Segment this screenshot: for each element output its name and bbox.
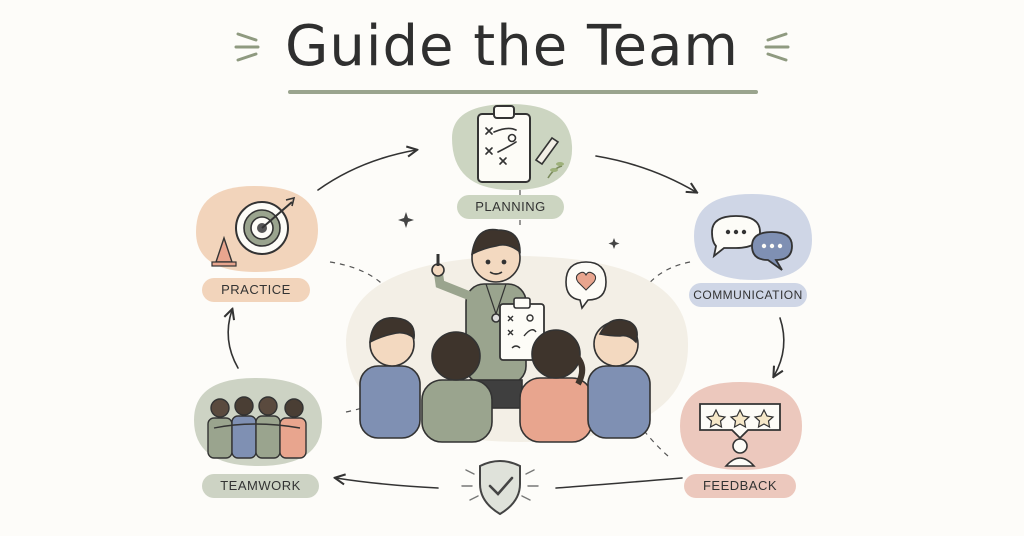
team-member-blue-left (359, 317, 421, 439)
shield-check-icon (461, 460, 539, 516)
node-practice (196, 186, 318, 272)
arrow-feedback-to-teamwork (555, 477, 683, 489)
node-label-communication: COMMUNICATION (689, 283, 807, 307)
title-sparkles-right (764, 32, 790, 62)
node-teamwork (194, 378, 322, 466)
node-feedback (680, 382, 802, 470)
coach-with-team-icon (346, 228, 689, 443)
star-rating-icon (699, 403, 781, 467)
target-icon (235, 196, 296, 255)
team-member-peach (519, 329, 593, 443)
speech-bubbles-icon (711, 215, 793, 271)
sparkle-icon (398, 212, 414, 228)
team-member-green (421, 331, 493, 443)
sparkle-icon (608, 238, 620, 249)
arrow-teamwork-to-practice (228, 310, 239, 369)
node-label-feedback: FEEDBACK (684, 474, 796, 498)
cycle-arrows (228, 150, 785, 489)
clipboard-plan-icon (477, 105, 564, 183)
arrow-practice-to-planning (317, 150, 416, 191)
heart-bubble-icon (565, 261, 607, 310)
title-sparkles-left (234, 32, 260, 62)
arrow-communication-to-feedback (774, 317, 785, 376)
node-planning (452, 104, 573, 190)
cone-icon (211, 235, 237, 267)
node-communication (694, 194, 812, 280)
arrow-planning-to-communication (595, 155, 696, 192)
node-label-teamwork: TEAMWORK (202, 474, 319, 498)
page-title: Guide the Team (285, 14, 739, 79)
arrow-feedback-to-teamwork-b (336, 478, 439, 489)
node-label-planning: PLANNING (457, 195, 564, 219)
team-member-blue-right (587, 318, 651, 439)
team-huddle-icon (207, 396, 307, 459)
node-label-practice: PRACTICE (202, 278, 310, 302)
title-underline (288, 90, 758, 94)
